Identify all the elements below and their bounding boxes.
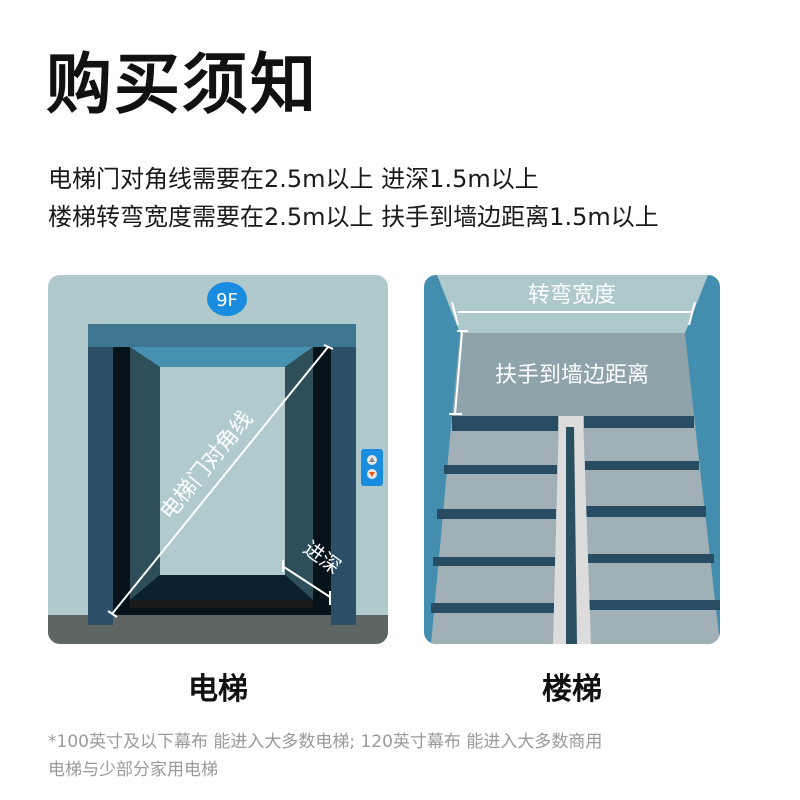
requirement-elevator: 电梯门对角线需要在2.5m以上 进深1.5m以上 — [48, 165, 539, 193]
step-edge — [588, 554, 714, 563]
handrail-groove — [566, 427, 577, 644]
step-edge — [452, 416, 558, 431]
step-edge — [437, 509, 556, 519]
step-edges — [431, 416, 720, 613]
step-edge — [589, 600, 720, 610]
up-arrow-glyph — [369, 457, 375, 462]
door-frame-top — [88, 324, 356, 348]
step-edge — [433, 557, 555, 566]
door-frame-right — [331, 347, 356, 625]
requirement-stairs: 楼梯转弯宽度需要在2.5m以上 扶手到墙边距离1.5m以上 — [48, 203, 659, 231]
cab-back-wall — [160, 367, 285, 575]
diagonal-tick — [323, 344, 334, 350]
elevator-caption: 电梯 — [188, 672, 248, 707]
footnote-line-1: *100英寸及以下幕布 能进入大多数电梯; 120英寸幕布 能进入大多数商用 — [48, 732, 603, 752]
call-button-panel — [361, 449, 383, 486]
depth-measure-line — [283, 566, 331, 598]
stairs-illustration: 转弯宽度 扶手到墙边距离 — [424, 275, 720, 644]
cab-threshold — [130, 600, 313, 608]
cab-right-wall — [285, 347, 313, 600]
turn-width-tick — [451, 301, 459, 326]
door-frame-left — [88, 347, 113, 625]
floor-badge-label: 9F — [216, 290, 238, 311]
page-title: 购买须知 — [46, 46, 318, 123]
floor-badge — [207, 282, 247, 316]
cab-ceiling — [130, 347, 313, 367]
handrail-distance-line — [454, 331, 463, 415]
handrail-distance-label: 扶手到墙边距离 — [495, 363, 649, 388]
step-edge — [431, 603, 554, 613]
step-edge — [584, 416, 694, 428]
down-arrow-glyph — [369, 472, 375, 477]
cab-floor — [130, 575, 313, 600]
turn-width-tick — [688, 301, 696, 326]
footnote-line-2: 电梯与少部分家用电梯 — [48, 760, 218, 780]
cab-left-wall — [130, 347, 160, 600]
step-edge — [586, 506, 706, 517]
diagonal-tick — [107, 610, 118, 618]
step-edge — [585, 461, 699, 470]
elevator-illustration: 电梯门对角线 进深 9F — [48, 275, 388, 644]
turn-area — [437, 275, 708, 333]
diagonal-measure-line — [111, 346, 329, 615]
landing — [452, 333, 694, 416]
turn-width-label: 转弯宽度 — [528, 283, 616, 308]
stairs-caption: 楼梯 — [542, 672, 602, 707]
step-edge — [444, 465, 557, 474]
